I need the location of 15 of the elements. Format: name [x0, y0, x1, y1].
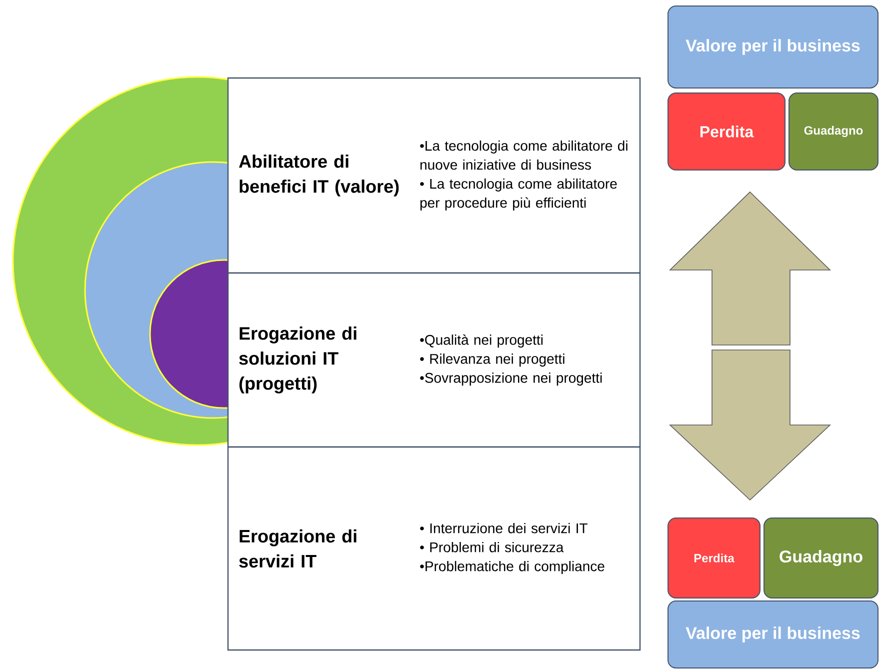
bullet-list: • Interruzione dei servizi IT • Problemi di sicurezza •Problematiche di compliance	[420, 522, 604, 574]
value-box: Guadagno	[788, 92, 878, 170]
value-box: Valore per il business	[668, 6, 878, 88]
value-box: Valore per il business	[668, 600, 878, 668]
bullet-list: •Qualità nei progetti • Rilevanza nei progetti •Sovrapposizione nei progetti	[420, 334, 602, 386]
row-heading: Erogazione di servizi IT	[239, 529, 356, 568]
value-box: Perdita	[668, 518, 760, 598]
value-box: Perdita	[668, 92, 786, 170]
row-heading: Erogazione di soluzioni IT (progetti)	[239, 326, 356, 394]
table-row	[227, 446, 641, 651]
row-heading: Abilitatore di benefici IT (valore)	[239, 154, 399, 196]
table-row	[227, 77, 641, 274]
value-box: Guadagno	[764, 518, 878, 598]
bullet-list: •La tecnologia come abilitatore di nuove iniziative di business • La tecnologia come abilitatore per procedure più efficienti	[420, 140, 628, 211]
table-row	[227, 272, 641, 448]
